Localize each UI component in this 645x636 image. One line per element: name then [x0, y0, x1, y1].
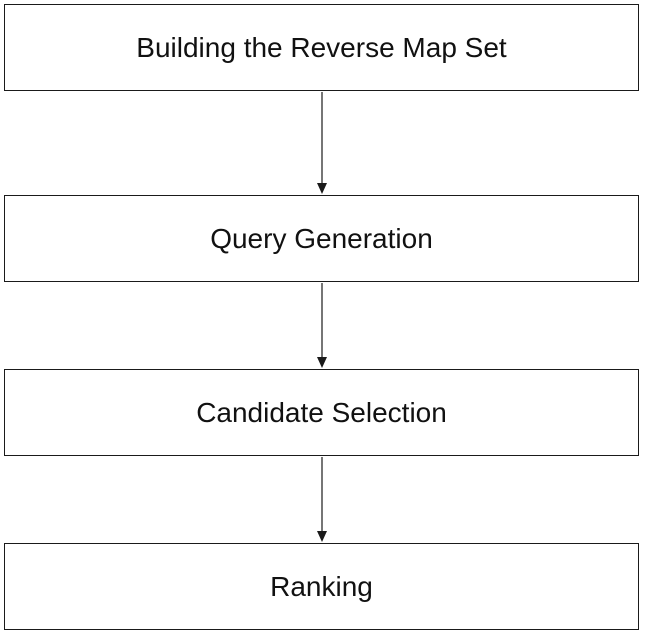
- step-label: Building the Reverse Map Set: [136, 31, 507, 63]
- arrowhead-icon: [317, 183, 327, 194]
- step-ranking: Ranking: [4, 543, 639, 630]
- step-candidate-selection: Candidate Selection: [4, 369, 639, 456]
- step-building-reverse-map-set: Building the Reverse Map Set: [4, 4, 639, 91]
- arrow-1-to-2: [317, 92, 327, 194]
- step-label: Query Generation: [210, 222, 433, 254]
- arrow-3-to-4: [317, 457, 327, 542]
- arrow-2-to-3: [317, 283, 327, 368]
- arrowhead-icon: [317, 531, 327, 542]
- step-query-generation: Query Generation: [4, 195, 639, 282]
- step-label: Candidate Selection: [196, 396, 447, 428]
- arrowhead-icon: [317, 357, 327, 368]
- step-label: Ranking: [270, 570, 373, 602]
